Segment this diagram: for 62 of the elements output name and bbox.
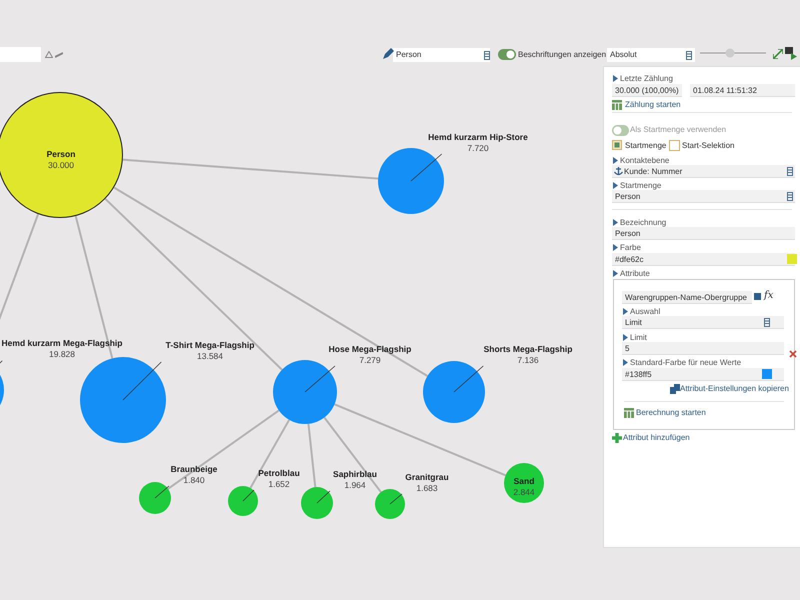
count-value: 13.584 <box>197 351 223 361</box>
input-field: 5 <box>622 342 784 355</box>
bubble-label: Hemd kurzarm Hip-Store <box>428 132 528 142</box>
connector-line <box>74 216 114 359</box>
input-field: #dfe62c <box>612 253 795 266</box>
section-heading: Farbe <box>620 242 641 254</box>
select-field: Limit <box>622 316 784 329</box>
checkbox-label: Startmenge <box>625 140 666 152</box>
action-link: Attribut-Einstellungen kopieren <box>680 383 789 395</box>
section-heading: Bezeichnung <box>620 217 666 229</box>
section-heading: Startmenge <box>620 180 662 192</box>
connector-line <box>104 198 283 370</box>
input-field: Warengruppen-Name-Obergruppe <box>622 291 752 304</box>
bubble-label: Hose Mega-Flagship <box>328 344 412 354</box>
bubble-label: Saphirblau <box>333 469 377 479</box>
count-value: 2.844 <box>513 487 535 497</box>
count-value: 1.964 <box>344 480 366 490</box>
connector-line <box>324 416 382 493</box>
select-field: Person <box>612 190 795 203</box>
bubble-label: Shorts Mega-Flagship <box>484 344 572 354</box>
section-heading: Kontaktebene <box>620 155 670 167</box>
bubble-node <box>504 463 544 503</box>
checkbox-label: Start-Selektion <box>682 140 734 152</box>
connector-line <box>122 158 378 180</box>
count-value: 7.279 <box>359 355 381 365</box>
connector-line <box>334 403 506 476</box>
input-field: Kunde: Nummer <box>612 165 795 178</box>
connector-line <box>167 410 280 490</box>
section-heading: Letzte Zählung <box>620 73 673 85</box>
function-icon: fx <box>764 290 774 302</box>
section-heading: Standard-Farbe für neue Werte <box>630 357 742 369</box>
section-heading: Attribute <box>620 268 650 280</box>
toggle-label: Als Startmenge verwenden <box>630 124 726 136</box>
input-field: #138ff5 <box>622 368 784 381</box>
count-value: 1.652 <box>268 479 290 489</box>
bubble-label: Sand <box>514 476 534 486</box>
bubble-label: Person <box>46 149 76 159</box>
action-link: Zählung starten <box>625 99 681 111</box>
count-value: 7.720 <box>467 143 489 153</box>
count-value: 19.828 <box>49 349 75 359</box>
count-value: 1.683 <box>416 483 438 493</box>
bubble-label: T-Shirt Mega-Flagship <box>166 340 254 350</box>
count-value: 7.136 <box>517 355 539 365</box>
bubble-label: Hemd kurzarm Mega-Flagship <box>2 338 122 348</box>
bubble-label: Braunbeige <box>170 464 218 474</box>
count-value: 1.840 <box>183 475 205 485</box>
input-field: 30.000 (100,00%) <box>612 84 682 97</box>
section-heading: Auswahl <box>630 306 660 318</box>
input-field: Person <box>612 227 795 240</box>
connector-line <box>113 186 428 377</box>
input-field: 01.08.24 11:51:32 <box>690 84 795 97</box>
section-heading: Limit <box>630 332 647 344</box>
action-link: Attribut hinzufügen <box>623 432 690 444</box>
toggle-label: Beschriftungen anzeigen <box>518 49 606 61</box>
select-field: Absolut <box>607 48 695 62</box>
bubble-label: Granitgrau <box>405 472 449 482</box>
bubble-label: Petrolblau <box>258 468 300 478</box>
connector-line <box>250 419 290 488</box>
connector-line <box>307 424 316 488</box>
count-value: 30.000 <box>48 160 74 170</box>
select-field: Person <box>393 48 490 62</box>
action-link: Berechnung starten <box>636 407 706 419</box>
